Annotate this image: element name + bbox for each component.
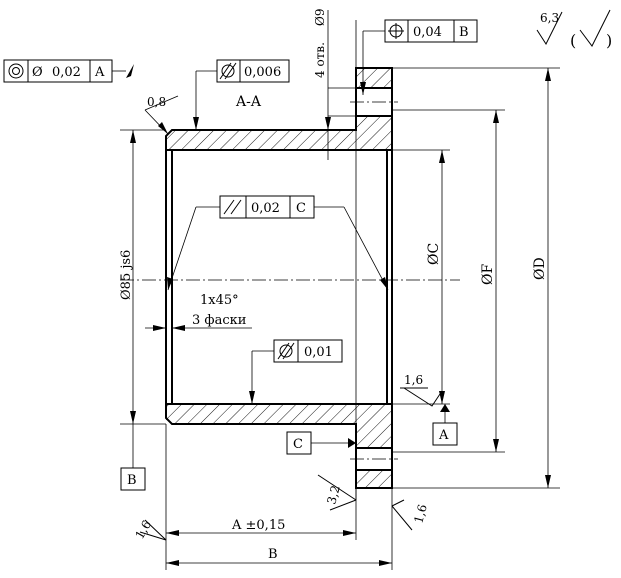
dim-d-label: D [532, 257, 548, 268]
cylindricity-top-frame: 0,006 [193, 59, 290, 130]
datum-c-label: C [293, 437, 303, 452]
roughness-icon [391, 499, 413, 531]
roughness-flange-right-value: 1,6 [411, 503, 429, 525]
svg-text:ØF: ØF [480, 264, 496, 285]
chamfer-size-label: 0,8 [147, 95, 166, 109]
dim-f-label: F [480, 264, 496, 274]
concentricity-frame: Ø 0,02 A [3, 59, 134, 83]
length-a-dimension: A ±0,15 [166, 518, 356, 536]
roughness-flange-bottom-value: 3,2 [324, 484, 342, 506]
general-roughness: 6,3 ( ) [536, 9, 612, 50]
concentricity-datum: A [94, 65, 105, 80]
dim-c-label: C [426, 243, 442, 254]
chamfer-callout: 0,8 [144, 95, 179, 135]
bore-dim-value: 85 js6 [119, 250, 134, 290]
length-a-label: A ±0,15 [231, 518, 285, 533]
roughness-flange-right: 1,6 [391, 499, 430, 531]
svg-text:ØC: ØC [426, 243, 442, 265]
bottom-wall-hatch [166, 404, 356, 424]
hole-count-label: 4 отв. [313, 42, 327, 78]
parallelism-value: 0,02 [251, 201, 280, 216]
cylindricity-icon [221, 64, 235, 78]
roughness-icon [400, 387, 441, 407]
svg-text:): ) [606, 31, 612, 50]
roughness-face-right-value: 1,6 [404, 373, 423, 387]
cylindricity-bottom-frame: 0,01 [249, 339, 343, 404]
concentricity-value: 0,02 [52, 65, 81, 80]
roughness-face-left-value: 1,6 [132, 518, 154, 542]
roughness-icon [317, 474, 357, 511]
position-datum: B [459, 25, 469, 40]
roughness-face-right: 1,6 [400, 373, 441, 407]
roughness-flange-bottom: 3,2 [317, 474, 357, 511]
chamfer-count-text: 3 фаски [192, 313, 246, 328]
extension-lines [120, 67, 560, 570]
top-wall-hatch [166, 130, 356, 150]
svg-text:Ø9: Ø9 [313, 9, 327, 26]
part-section [120, 20, 460, 500]
length-b-dimension: B [166, 547, 392, 566]
chamfer-note: 1x45° 3 фаски [145, 293, 252, 331]
dim-f: ØF [480, 110, 499, 452]
hole-diameter-label: 9 [313, 9, 327, 17]
roughness-face-left: 1,6 [132, 518, 167, 542]
parallelism-frame: 0,02 C [167, 195, 389, 291]
roughness-icon [139, 519, 167, 541]
datum-a-label: A [438, 428, 449, 443]
length-b-label: B [268, 547, 278, 562]
roughness-icon [579, 9, 611, 47]
position-frame: 0,04 B [360, 19, 478, 95]
concentricity-icon [8, 63, 24, 79]
roughness-icon [536, 11, 563, 46]
cylindricity-top-value: 0,006 [244, 65, 281, 80]
cylindricity-icon [279, 344, 293, 358]
dim-c: ØC [426, 150, 445, 404]
hole-callout: 4 отв. Ø9 [313, 9, 356, 160]
section-label: A-A [235, 94, 262, 110]
bore-dim-text: Ø85 js6 [119, 250, 134, 300]
cylindricity-bottom-value: 0,01 [304, 345, 333, 360]
datum-b: B [120, 424, 146, 491]
chamfer-note-text: 1x45° [200, 293, 239, 308]
svg-text:Ø: Ø [32, 65, 43, 80]
parallelism-icon [223, 199, 235, 215]
svg-text:ØD: ØD [532, 257, 548, 280]
dim-d: ØD [532, 68, 551, 488]
datum-a: A [432, 404, 458, 446]
bottom-flange-hatch [356, 404, 392, 488]
datum-b-label: B [127, 473, 137, 488]
bore-dimension: Ø85 js6 [119, 130, 136, 424]
roughness-general-value: 6,3 [540, 11, 559, 25]
svg-text:(: ( [570, 31, 576, 50]
position-value: 0,04 [413, 25, 442, 40]
parallelism-datum: C [296, 201, 306, 216]
datum-c: C [286, 431, 356, 455]
